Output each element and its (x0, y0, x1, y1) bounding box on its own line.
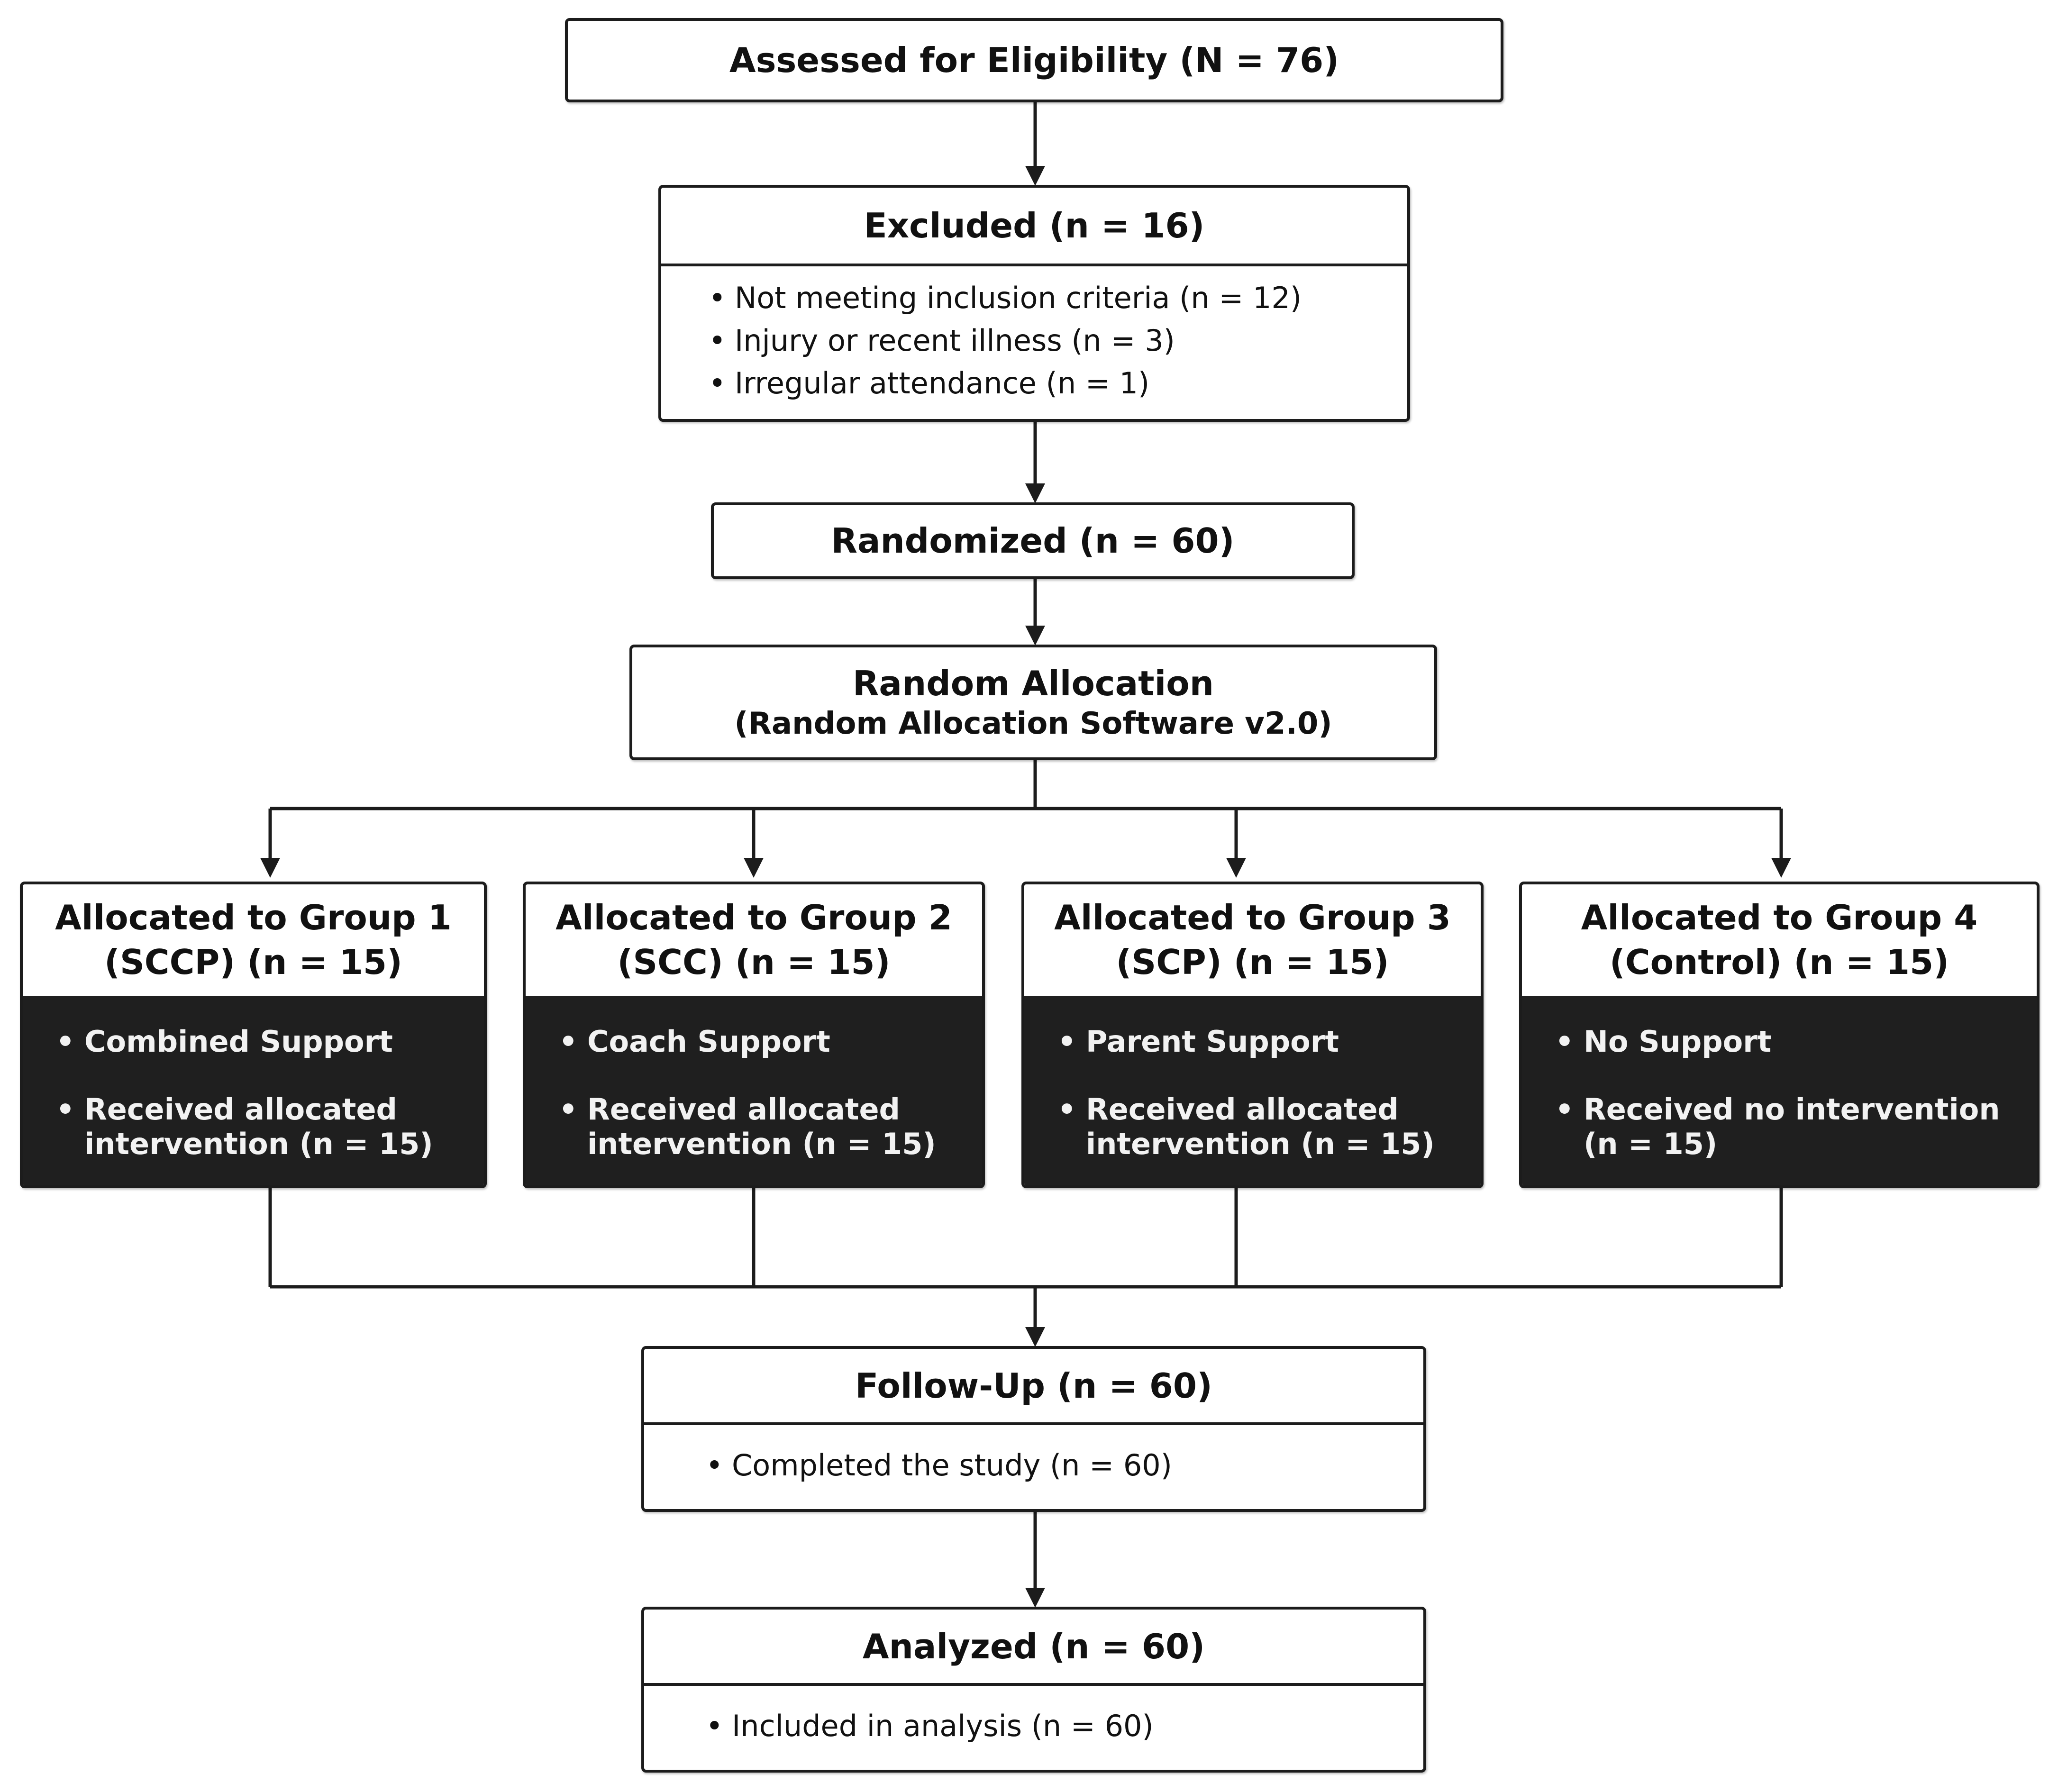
group-1-heading: Allocated to Group 1 (SCCP) (n = 15) (23, 884, 484, 996)
group-1-allocation-count: (SCCP) (n = 15) (104, 942, 402, 982)
group-1-title: Allocated to Group 1 (55, 897, 452, 937)
analyzed-divider (644, 1683, 1423, 1686)
group-1-support: Combined Support (56, 1024, 465, 1059)
group-2-box: Allocated to Group 2 (SCC) (n = 15) Coac… (523, 882, 985, 1188)
group-4-box: Allocated to Group 4 (Control) (n = 15) … (1519, 882, 2040, 1188)
excluded-reason: Injury or recent illness (n = 3) (709, 319, 1388, 362)
group-4-allocation-count: (Control) (n = 15) (1609, 942, 1949, 982)
excluded-box: Excluded (n = 16) Not meeting inclusion … (658, 185, 1410, 422)
allocation-subtitle: (Random Allocation Software v2.0) (734, 706, 1332, 741)
assessed-box: Assessed for Eligibility (N = 76) (565, 18, 1503, 102)
group-4-heading: Allocated to Group 4 (Control) (n = 15) (1522, 884, 2037, 996)
followup-title: Follow-Up (n = 60) (855, 1365, 1212, 1406)
group-1-received: Received allocated intervention (n = 15) (56, 1092, 465, 1161)
group-1-details: Combined Support Received allocated inte… (23, 996, 484, 1185)
group-3-box: Allocated to Group 3 (SCP) (n = 15) Pare… (1021, 882, 1484, 1188)
excluded-reasons: Not meeting inclusion criteria (n = 12) … (661, 266, 1407, 405)
analyzed-box: Analyzed (n = 60) Included in analysis (… (641, 1607, 1426, 1773)
group-3-title: Allocated to Group 3 (1054, 897, 1451, 937)
followup-item: Completed the study (n = 60) (706, 1444, 1404, 1487)
group-2-received: Received allocated intervention (n = 15) (559, 1092, 963, 1161)
group-3-details: Parent Support Received allocated interv… (1024, 996, 1481, 1185)
group-2-title: Allocated to Group 2 (555, 897, 952, 937)
group-3-support: Parent Support (1057, 1024, 1462, 1059)
assessed-title: Assessed for Eligibility (N = 76) (729, 40, 1339, 80)
group-3-heading: Allocated to Group 3 (SCP) (n = 15) (1024, 884, 1481, 996)
group-2-allocation-count: (SCC) (n = 15) (617, 942, 891, 982)
followup-divider (644, 1422, 1423, 1425)
followup-list: Completed the study (n = 60) (644, 1425, 1423, 1487)
group-1-box: Allocated to Group 1 (SCCP) (n = 15) Com… (20, 882, 487, 1188)
group-4-support: No Support (1555, 1024, 2018, 1059)
group-2-heading: Allocated to Group 2 (SCC) (n = 15) (526, 884, 982, 996)
group-4-received: Received no intervention (n = 15) (1555, 1092, 2018, 1161)
analyzed-item: Included in analysis (n = 60) (706, 1705, 1404, 1747)
analyzed-title: Analyzed (n = 60) (862, 1626, 1205, 1666)
excluded-reason: Not meeting inclusion criteria (n = 12) (709, 277, 1388, 319)
allocation-box: Random Allocation (Random Allocation Sof… (629, 645, 1437, 760)
excluded-divider (661, 264, 1407, 266)
allocation-heading: Random Allocation (Random Allocation Sof… (632, 647, 1434, 757)
allocation-title: Random Allocation (852, 664, 1214, 703)
group-4-title: Allocated to Group 4 (1581, 897, 1978, 937)
randomized-box: Randomized (n = 60) (711, 502, 1355, 579)
analyzed-list: Included in analysis (n = 60) (644, 1686, 1423, 1747)
group-4-details: No Support Received no intervention (n =… (1522, 996, 2037, 1185)
group-3-allocation-count: (SCP) (n = 15) (1116, 942, 1389, 982)
group-3-received: Received allocated intervention (n = 15) (1057, 1092, 1462, 1161)
followup-box: Follow-Up (n = 60) Completed the study (… (641, 1346, 1426, 1512)
excluded-reason: Irregular attendance (n = 1) (709, 362, 1388, 405)
group-2-details: Coach Support Received allocated interve… (526, 996, 982, 1185)
excluded-title: Excluded (n = 16) (864, 206, 1205, 246)
group-2-support: Coach Support (559, 1024, 963, 1059)
randomized-title: Randomized (n = 60) (831, 521, 1235, 561)
